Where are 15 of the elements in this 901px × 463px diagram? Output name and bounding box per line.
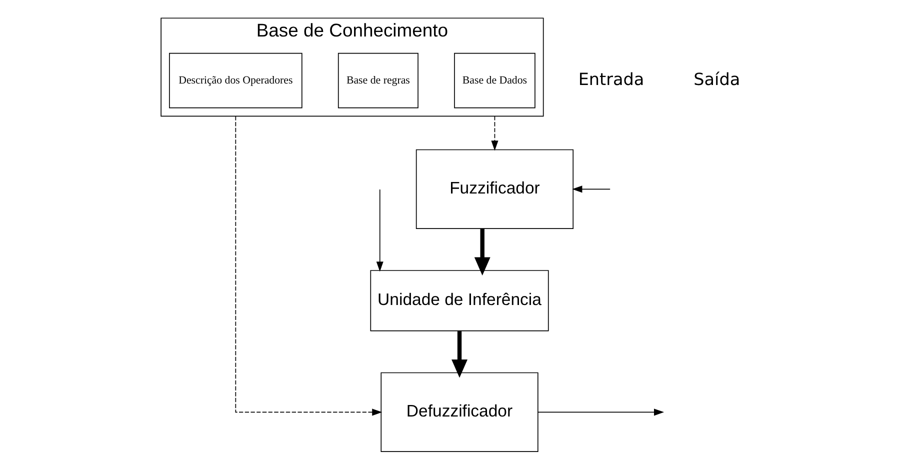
label: Saída <box>694 68 740 89</box>
node-box: Fuzzificador <box>416 149 574 229</box>
label: Entrada <box>578 68 644 89</box>
arrow <box>452 331 468 378</box>
node-box: Descrição dos Operadores <box>169 52 302 108</box>
arrow <box>491 116 498 151</box>
arrow <box>474 228 490 276</box>
arrow <box>376 189 384 272</box>
arrow <box>538 408 664 416</box>
node-box: Base de regras <box>338 52 418 108</box>
arrow <box>235 116 382 416</box>
node-box: Defuzzificador <box>380 372 538 452</box>
node-box: Base de Dados <box>454 52 536 108</box>
arrow <box>572 186 610 193</box>
node-box: Unidade de Inferência <box>370 270 549 332</box>
